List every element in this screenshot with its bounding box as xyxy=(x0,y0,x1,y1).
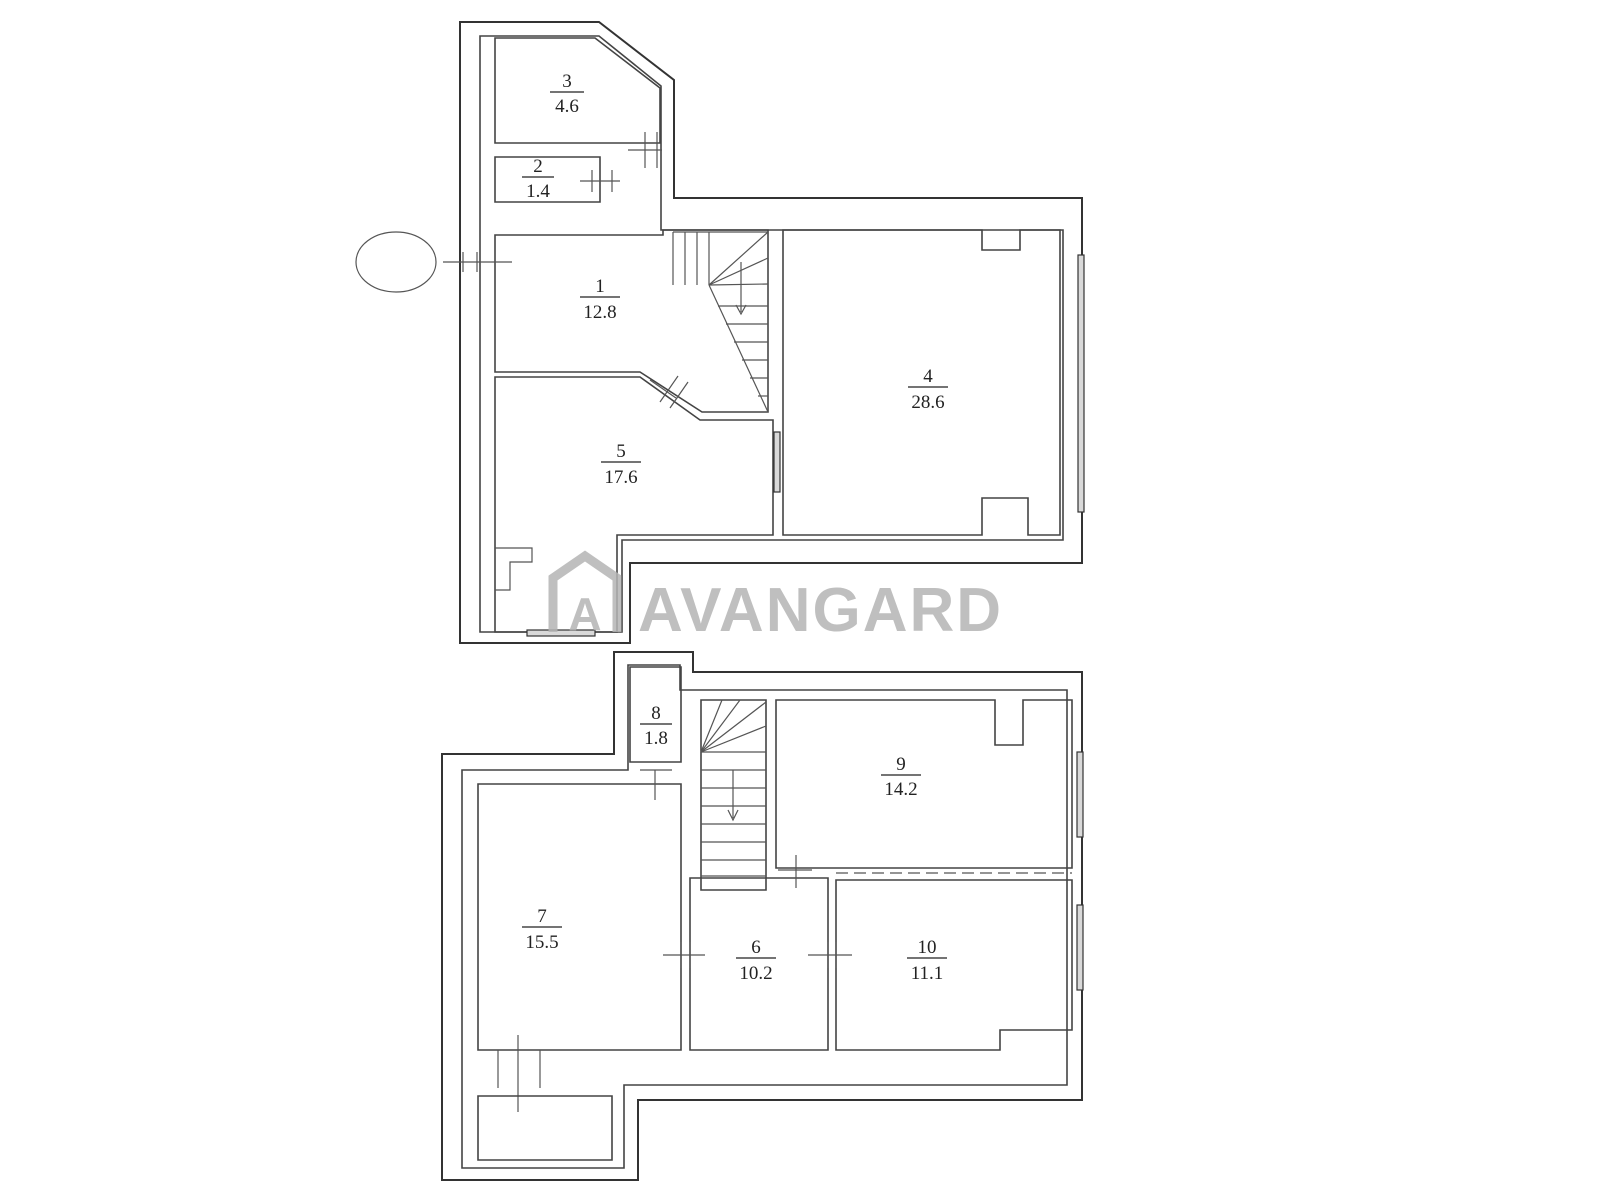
upper-stairs xyxy=(672,231,769,413)
room-label-7: 7 15.5 xyxy=(522,906,562,953)
lower-stairs-box xyxy=(700,699,767,891)
watermark-logo-letter: A xyxy=(568,588,601,640)
room-number: 1 xyxy=(595,276,605,297)
room-area: 4.6 xyxy=(555,96,579,117)
room-area: 1.4 xyxy=(526,181,550,202)
room-5-window xyxy=(526,629,596,637)
room-label-3: 3 4.6 xyxy=(550,71,584,117)
room-1-walls xyxy=(494,229,769,413)
room-5-corner xyxy=(495,547,533,591)
room-2-walls xyxy=(494,156,601,203)
room-4-walls xyxy=(782,229,1061,536)
lower-floor-plan xyxy=(441,651,1084,1181)
room-label-6: 6 10.2 xyxy=(736,937,776,984)
room-label-10: 10 11.1 xyxy=(907,937,947,984)
room-number: 6 xyxy=(751,937,761,958)
room-4-window xyxy=(1077,254,1085,513)
lower-outer-wall xyxy=(441,651,1083,1181)
watermark: A AVANGARD xyxy=(548,550,1003,645)
watermark-brand: AVANGARD xyxy=(638,576,1003,645)
room-3-walls xyxy=(494,37,661,144)
room-label-1: 1 12.8 xyxy=(580,276,620,323)
room-number: 2 xyxy=(533,156,543,177)
room-number: 8 xyxy=(651,703,661,724)
room-8-walls xyxy=(629,666,682,763)
external-round-element xyxy=(355,231,437,293)
room-10-window xyxy=(1076,904,1084,991)
room-label-5: 5 17.6 xyxy=(601,441,641,488)
watermark-logo-icon: A xyxy=(548,550,622,640)
room-area: 11.1 xyxy=(911,963,944,984)
room-6-walls xyxy=(689,877,829,1051)
room-area: 12.8 xyxy=(583,302,616,323)
room-10-walls xyxy=(835,879,1073,1051)
upper-outer-wall xyxy=(459,21,1083,644)
room-labels: 3 4.6 2 1.4 1 12.8 4 28.6 5 17.6 8 1. xyxy=(522,71,948,984)
room-9-walls xyxy=(775,699,1073,869)
upper-inner-wall xyxy=(479,35,1064,633)
room-number: 5 xyxy=(616,441,626,462)
lower-balcony xyxy=(477,1095,613,1161)
room-number: 7 xyxy=(537,906,547,927)
room-label-2: 2 1.4 xyxy=(522,156,554,202)
room-area: 17.6 xyxy=(604,467,637,488)
room-9-window xyxy=(1076,751,1084,838)
room-5-side-window xyxy=(773,431,781,493)
room-area: 15.5 xyxy=(525,932,558,953)
upper-doors xyxy=(443,132,689,409)
room-label-9: 9 14.2 xyxy=(881,754,921,800)
room-number: 4 xyxy=(923,366,933,387)
room-area: 1.8 xyxy=(644,728,668,749)
room-area: 10.2 xyxy=(739,963,772,984)
room-label-4: 4 28.6 xyxy=(908,366,948,413)
lower-inner-wall xyxy=(461,664,1068,1169)
room-number: 10 xyxy=(918,937,937,958)
room-number: 9 xyxy=(896,754,906,775)
upper-floor-plan xyxy=(355,21,1085,644)
lower-stairs xyxy=(700,699,767,877)
room-area: 14.2 xyxy=(884,779,917,800)
lower-doors xyxy=(497,769,852,1112)
room-7-walls xyxy=(477,783,682,1051)
room-area: 28.6 xyxy=(911,392,944,413)
room-number: 3 xyxy=(562,71,572,92)
room-label-8: 8 1.8 xyxy=(640,703,672,749)
